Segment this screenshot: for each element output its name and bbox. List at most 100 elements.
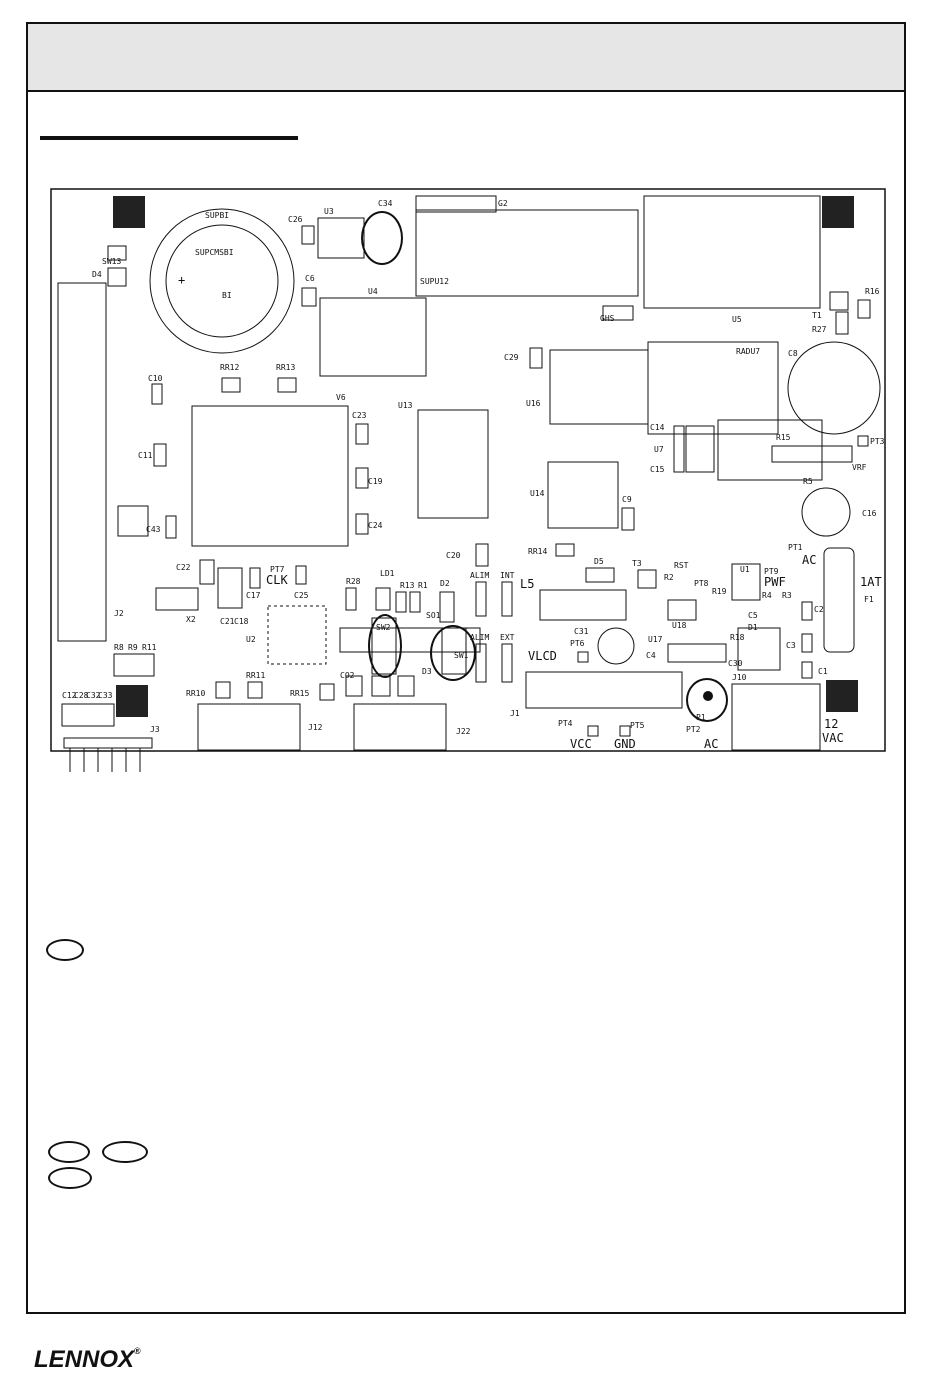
label-d5: D5 <box>594 557 604 566</box>
battery-outer <box>149 208 295 354</box>
sw13-block <box>107 245 127 261</box>
label-c15: C15 <box>650 465 665 474</box>
label-pt1: PT1 <box>788 543 803 552</box>
label-u2: U2 <box>246 635 256 644</box>
supu12-block <box>415 209 639 297</box>
label-rr11: RR11 <box>246 671 265 680</box>
label-c8: C8 <box>788 349 798 358</box>
label-pwf: PWF <box>764 575 786 589</box>
pcb-diagram: SUPBI SUPCMSBI BI + SW13 D4 J2 C26 U3 C3… <box>50 188 886 774</box>
label-alim2: ALIM <box>470 633 489 642</box>
label-1at: 1AT <box>860 575 882 589</box>
label-c30: C30 <box>728 659 743 668</box>
u13-block <box>417 409 489 519</box>
label-c1: C1 <box>818 667 828 676</box>
label-c4: C4 <box>646 651 656 660</box>
label-u13: U13 <box>398 401 413 410</box>
label-supu12: SUPU12 <box>420 277 449 286</box>
callout-circle-p1 <box>686 678 728 722</box>
label-c12: C12 <box>62 691 77 700</box>
label-c17: C17 <box>246 591 261 600</box>
label-u4: U4 <box>368 287 378 296</box>
label-r15: R15 <box>776 433 791 442</box>
label-c32: C32 <box>86 691 101 700</box>
label-r5: R5 <box>803 477 813 486</box>
page-frame <box>26 22 906 1314</box>
lennox-logo: LENNOX® <box>34 1346 141 1373</box>
label-pt9: PT9 <box>764 567 779 576</box>
label-d3: D3 <box>422 667 432 676</box>
label-r3: R3 <box>782 591 792 600</box>
c8-capacitor <box>787 341 881 435</box>
j12-connector <box>197 703 301 751</box>
label-c5: C5 <box>748 611 758 620</box>
label-pt7: PT7 <box>270 565 285 574</box>
label-rr13: RR13 <box>276 363 295 372</box>
label-ext: EXT <box>500 633 515 642</box>
label-r9: R9 <box>128 643 138 652</box>
label-rr12: RR12 <box>220 363 239 372</box>
label-r28: R28 <box>346 577 361 586</box>
label-c31: C31 <box>574 627 589 636</box>
label-u1: U1 <box>740 565 750 574</box>
label-j3: J3 <box>150 725 160 734</box>
label-c16: C16 <box>862 509 877 518</box>
label-supbi: SUPBI <box>205 211 229 220</box>
label-u14: U14 <box>530 489 545 498</box>
title-underline <box>40 136 298 140</box>
label-r4: R4 <box>762 591 772 600</box>
label-j2: J2 <box>114 609 124 618</box>
label-c9: C9 <box>622 495 632 504</box>
label-c3: C3 <box>786 641 796 650</box>
u4-block <box>319 297 427 377</box>
label-f1: F1 <box>864 595 874 604</box>
plus-sign: + <box>178 273 185 287</box>
label-rst: RST <box>674 561 689 570</box>
label-c14: C14 <box>650 423 665 432</box>
c31-capacitor <box>597 627 635 665</box>
j22-connector <box>353 703 447 751</box>
label-u5: U5 <box>732 315 742 324</box>
label-v6: V6 <box>336 393 346 402</box>
label-c26: C26 <box>288 215 303 224</box>
label-int: INT <box>500 571 515 580</box>
legend-marker-1 <box>46 939 84 961</box>
label-d2: D2 <box>440 579 450 588</box>
label-c33: C33 <box>98 691 113 700</box>
label-12: 12 <box>824 717 838 731</box>
label-r2: R2 <box>664 573 674 582</box>
label-c22: C22 <box>176 563 191 572</box>
label-u18: U18 <box>672 621 687 630</box>
callout-circle-sw1 <box>430 625 476 681</box>
label-c29: C29 <box>504 353 519 362</box>
label-c20: C20 <box>446 551 461 560</box>
bridge-rectifier <box>737 627 781 671</box>
label-r19: R19 <box>712 587 727 596</box>
label-vlcd: VLCD <box>528 649 557 663</box>
label-sw13: SW13 <box>102 257 121 266</box>
label-vac: VAC <box>822 731 844 745</box>
label-c10: C10 <box>148 374 163 383</box>
label-pt3: PT3 <box>870 437 885 446</box>
u2-chip <box>267 605 327 665</box>
label-pt5: PT5 <box>630 721 645 730</box>
top-right-module <box>643 195 821 309</box>
label-pt4: PT4 <box>558 719 573 728</box>
label-ac: AC <box>802 553 816 567</box>
label-g2: G2 <box>498 199 508 208</box>
label-c28: C28 <box>74 691 89 700</box>
label-rr15: RR15 <box>290 689 309 698</box>
label-c18: C18 <box>234 617 249 626</box>
label-pt6: PT6 <box>570 639 585 648</box>
j10-connector <box>731 683 821 751</box>
pcb-board-svg: SUPBI SUPCMSBI BI + SW13 D4 J2 C26 U3 C3… <box>50 188 886 772</box>
label-u3: U3 <box>324 207 334 216</box>
label-t3: T3 <box>632 559 642 568</box>
mount-pad-top-left <box>113 196 145 228</box>
label-ld1: LD1 <box>380 569 395 578</box>
radu7-block <box>647 341 779 435</box>
label-r11: R11 <box>142 643 157 652</box>
label-c21: C21 <box>220 617 235 626</box>
battery-inner <box>165 224 279 338</box>
legend-marker-3 <box>102 1141 148 1163</box>
